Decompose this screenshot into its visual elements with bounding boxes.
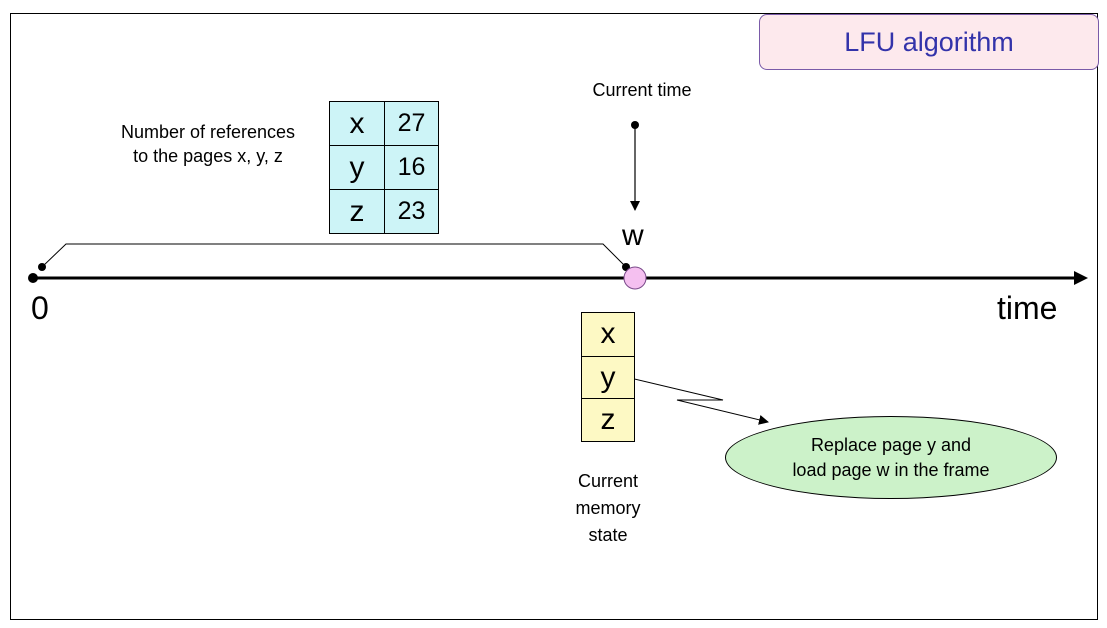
references-label-line-1: Number of references — [120, 122, 296, 142]
memory-frame: y — [582, 355, 634, 399]
timeline-end-label: time — [997, 290, 1058, 326]
memory-frame: z — [582, 398, 634, 441]
slide-title: LFU algorithm — [759, 14, 1099, 70]
reference-row-z: z 23 — [329, 189, 439, 234]
reference-count-table: x 27 y 16 z 23 — [329, 101, 439, 234]
reference-row-y: y 16 — [329, 145, 439, 190]
callout-line-2: load page w in the frame — [792, 459, 990, 480]
reference-count: 23 — [384, 189, 439, 234]
references-label-line-2: to the pages x, y, z — [133, 146, 283, 166]
replace-connector — [625, 376, 769, 425]
current-time-label: Current time — [592, 80, 692, 100]
timeline-arrowhead — [1074, 271, 1088, 285]
references-label: Number of references to the pages x, y, … — [90, 120, 326, 168]
history-bracket — [41, 243, 627, 268]
reference-count: 16 — [384, 145, 439, 190]
timeline-origin-dot — [28, 273, 38, 283]
memory-caption-line-1: Current — [577, 471, 639, 491]
memory-frames: x y z — [581, 312, 635, 442]
memory-frame: x — [600, 317, 616, 350]
memory-caption-line-2: memory — [575, 498, 641, 518]
replace-callout: Replace page y and load page w in the fr… — [725, 416, 1057, 499]
slide-frame — [10, 13, 1098, 620]
bracket-start-dot — [38, 263, 46, 271]
callout-line-1: Replace page y and — [810, 434, 972, 455]
slide-title-text: LFU algorithm — [844, 26, 1014, 57]
reference-page: x — [329, 101, 385, 146]
current-point-marker — [623, 266, 647, 290]
memory-caption: Current memory state — [548, 468, 668, 549]
reference-page: z — [329, 189, 385, 234]
memory-caption-line-3: state — [588, 525, 628, 545]
timeline-start-label: 0 — [31, 290, 49, 326]
new-page-label: w — [622, 219, 644, 252]
